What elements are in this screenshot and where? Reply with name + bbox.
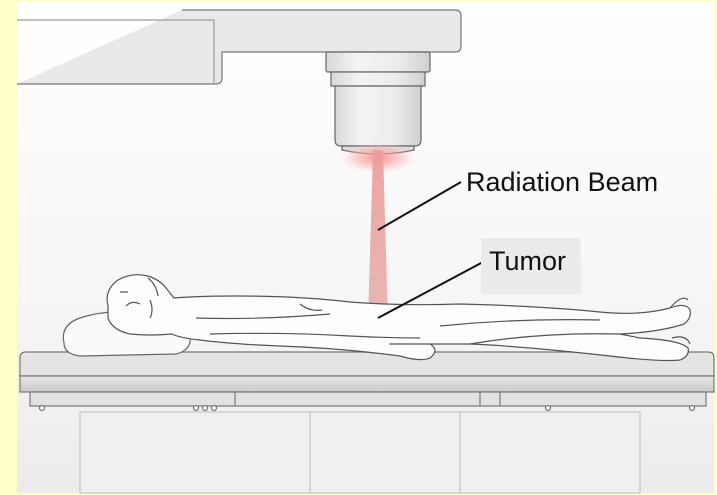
linac-head [326,52,430,154]
treatment-table [20,352,714,411]
radiation-beam-label: Radiation Beam [466,169,658,196]
table-support [80,412,640,493]
tumor-label: Tumor [481,238,581,294]
